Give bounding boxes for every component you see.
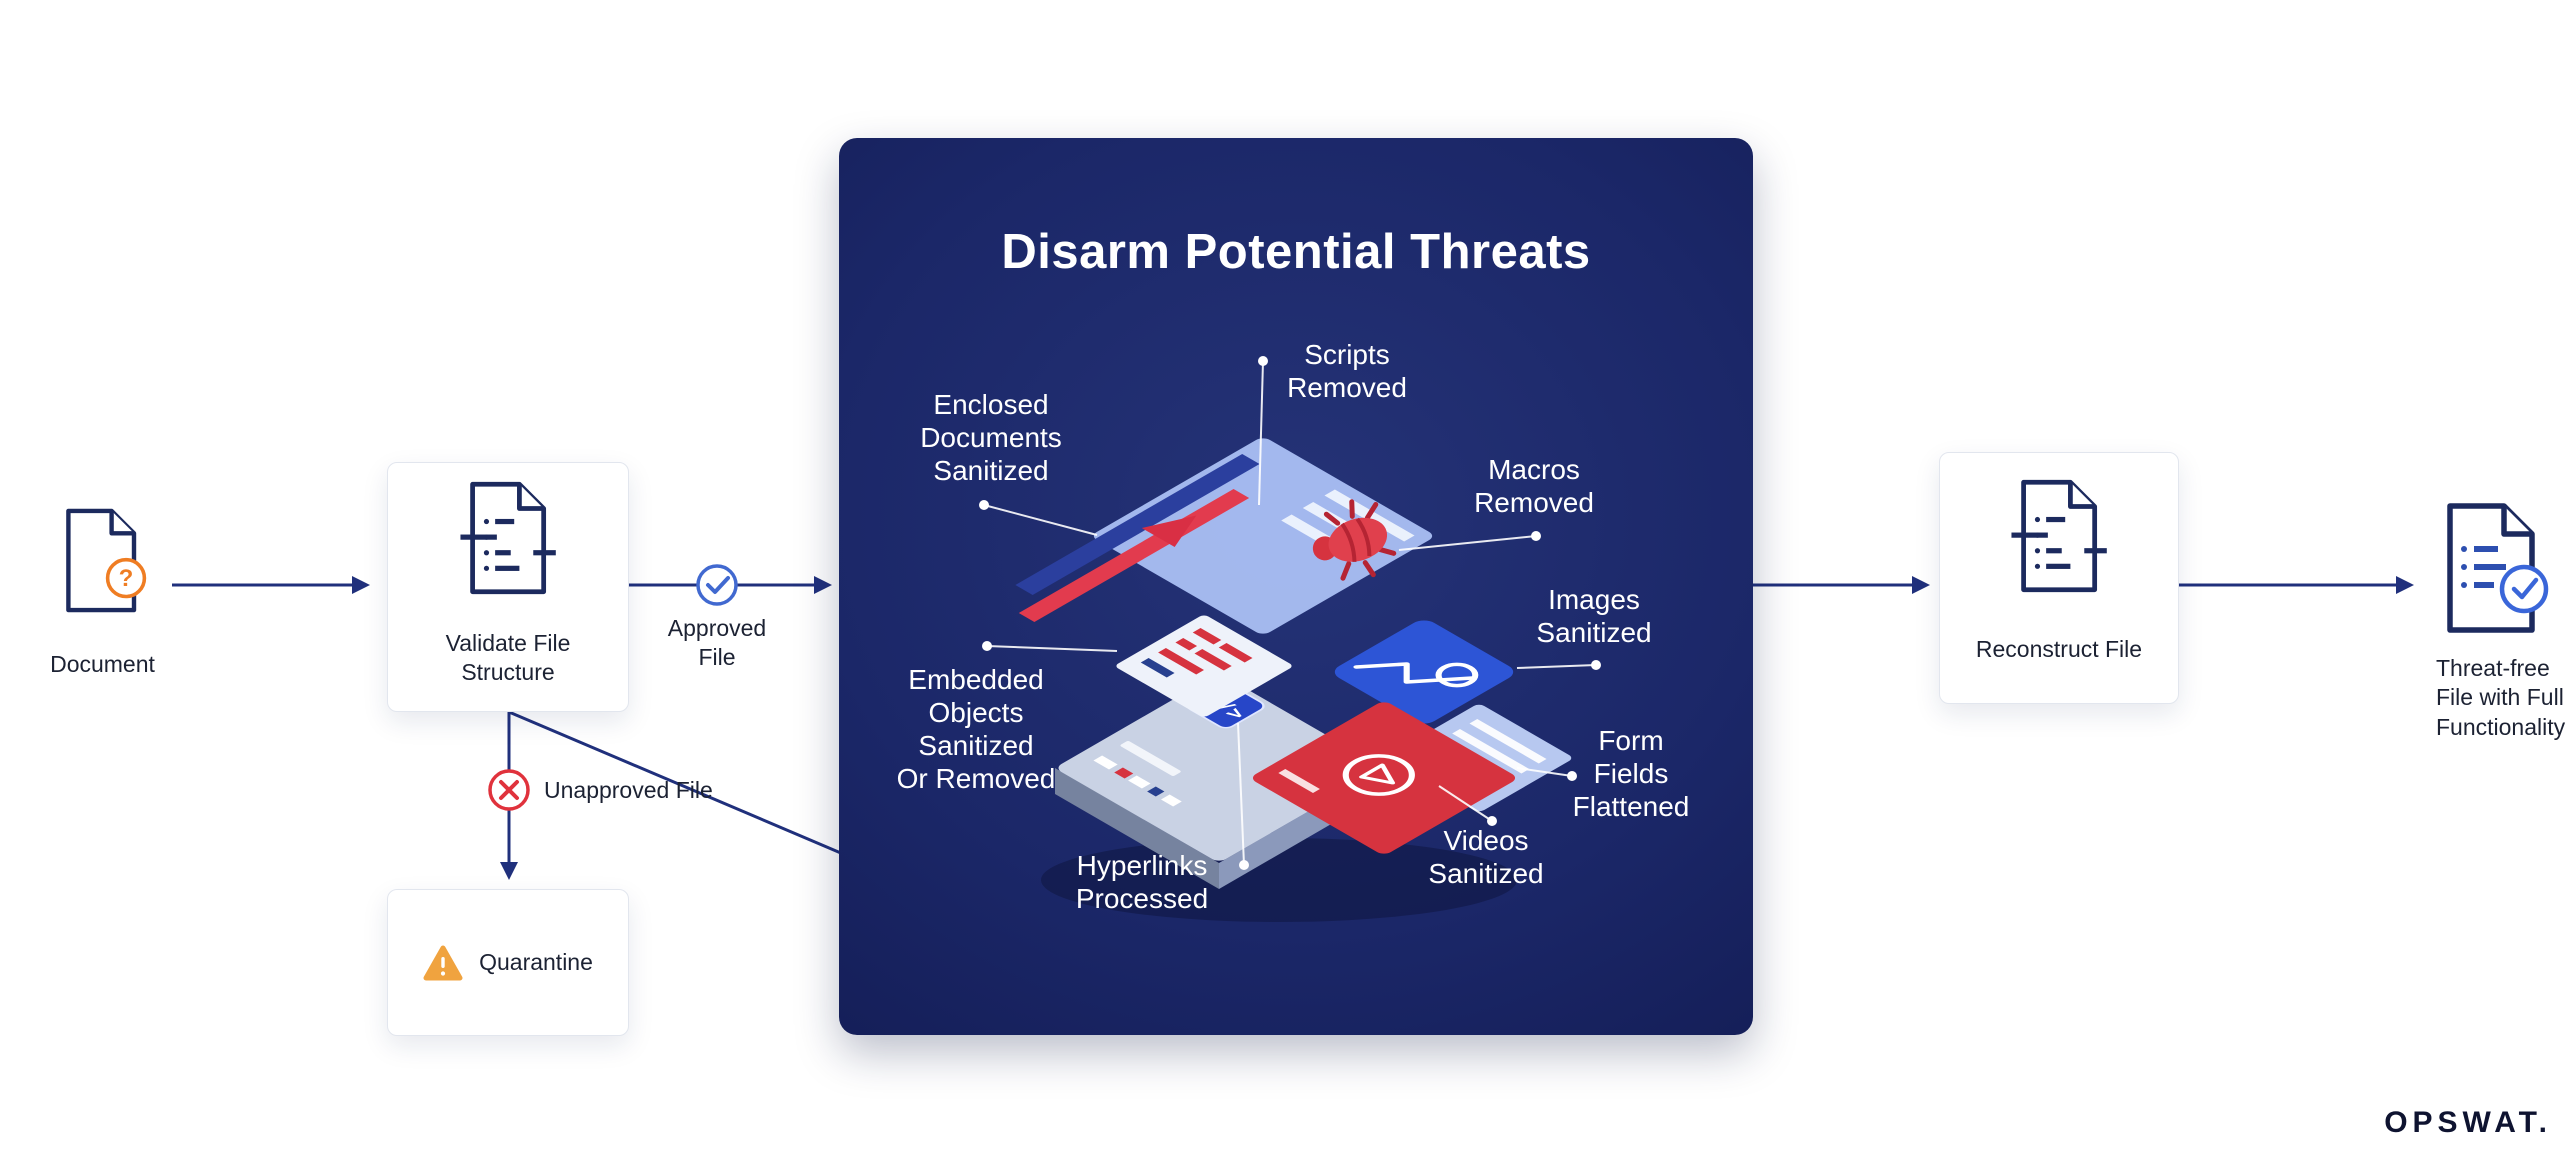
callout-dots	[979, 356, 1601, 870]
panel-title: Disarm Potential Threats	[1001, 225, 1591, 279]
validate-label: Validate File Structure	[445, 630, 571, 686]
malware-bug-icon	[1312, 499, 1397, 581]
disarm-panel: </>	[839, 138, 1753, 1035]
callout-enclosed-documents: Enclosed Documents Sanitized	[920, 389, 1062, 487]
embedded-objects-card	[1116, 615, 1292, 717]
callout-videos-sanitized: Videos Sanitized	[1428, 825, 1544, 890]
cdr-illustration: </>	[979, 356, 1601, 922]
approved-check-icon	[696, 564, 738, 606]
image-placeholder-icon	[1334, 620, 1514, 724]
approved-file-label: Approved File	[667, 615, 767, 671]
reconstruct-label: Reconstruct File	[1975, 636, 2143, 662]
reconstruct-file-box: Reconstruct File	[1939, 452, 2179, 704]
threat-triangle-icon	[1141, 515, 1197, 547]
top-document-layer	[1015, 438, 1433, 634]
callout-macros-removed: Macros Removed	[1474, 454, 1594, 519]
validate-file-structure-box: Validate File Structure	[387, 462, 629, 712]
callout-embedded-objects: Embedded Objects Sanitized Or Removed	[896, 664, 1056, 795]
unapproved-file-label: Unapproved File	[544, 777, 713, 803]
quarantine-label: Quarantine	[479, 949, 593, 975]
arrowhead	[2396, 576, 2414, 594]
callout-form-fields: Form Fields Flattened	[1572, 725, 1690, 823]
reconstruct-file-icon	[2008, 477, 2112, 595]
threat-free-file-icon	[2432, 500, 2552, 636]
threat-free-label: Threat-free File with Full Functionality	[2436, 655, 2566, 740]
unapproved-x-icon	[488, 769, 530, 811]
callout-scripts-removed: Scripts Removed	[1287, 339, 1407, 404]
document-label: Document	[50, 651, 155, 677]
arrowhead	[1912, 576, 1930, 594]
arrowhead	[352, 576, 370, 594]
arrowhead	[500, 862, 518, 880]
opswat-logo: OPSWAT.	[2384, 1106, 2552, 1139]
callout-hyperlinks: Hyperlinks Processed	[1075, 850, 1209, 915]
validate-file-icon	[457, 479, 561, 597]
callout-lines	[983, 360, 1597, 866]
document-file-question-icon	[54, 506, 150, 615]
callout-images-sanitized: Images Sanitized	[1536, 584, 1652, 649]
warning-triangle-icon	[423, 945, 463, 980]
arrowhead	[814, 576, 832, 594]
quarantine-box: Quarantine	[387, 889, 629, 1036]
video-play-icon	[1252, 702, 1516, 854]
